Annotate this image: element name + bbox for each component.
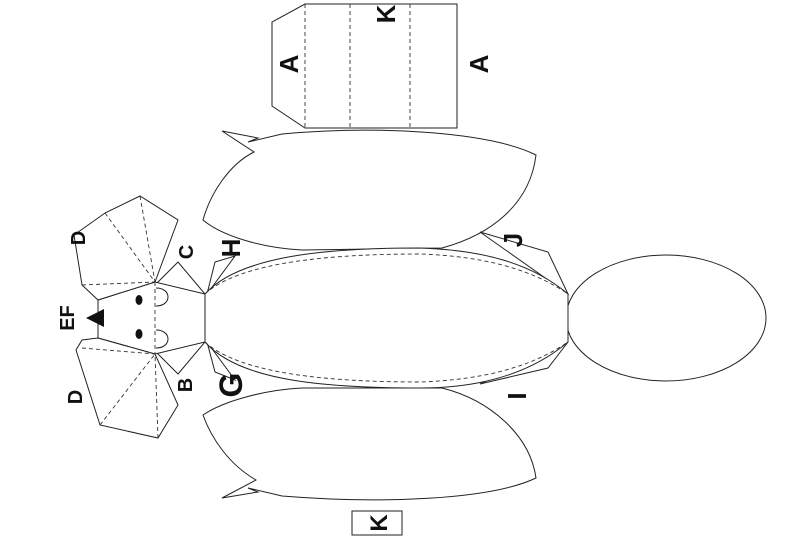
- label-j: J: [498, 233, 528, 247]
- label-b: B: [175, 378, 197, 392]
- nose-triangle: [86, 309, 104, 327]
- label-k2: K: [366, 514, 393, 532]
- eye-lower: [135, 329, 143, 339]
- label-d2: D: [65, 390, 87, 404]
- wing-upper: [202, 129, 537, 251]
- label-a1: A: [274, 54, 304, 73]
- label-ef: EF: [57, 305, 79, 331]
- label-g: G: [213, 373, 249, 398]
- ear-lower: [75, 337, 179, 439]
- label-d1: D: [68, 231, 90, 245]
- label-i: I: [502, 392, 532, 399]
- tab-bottom: [351, 510, 403, 536]
- wing-lower: [202, 387, 537, 501]
- tail: [565, 254, 767, 382]
- label-c: C: [176, 245, 198, 259]
- label-k1: K: [371, 4, 401, 23]
- strip-top: [271, 3, 458, 129]
- body: [204, 247, 569, 389]
- label-a2: A: [464, 54, 494, 73]
- eye-upper: [135, 295, 143, 305]
- ear-upper: [73, 195, 179, 301]
- labels: A K A C H J D EF D B G I K: [57, 4, 532, 531]
- label-h: H: [216, 239, 246, 258]
